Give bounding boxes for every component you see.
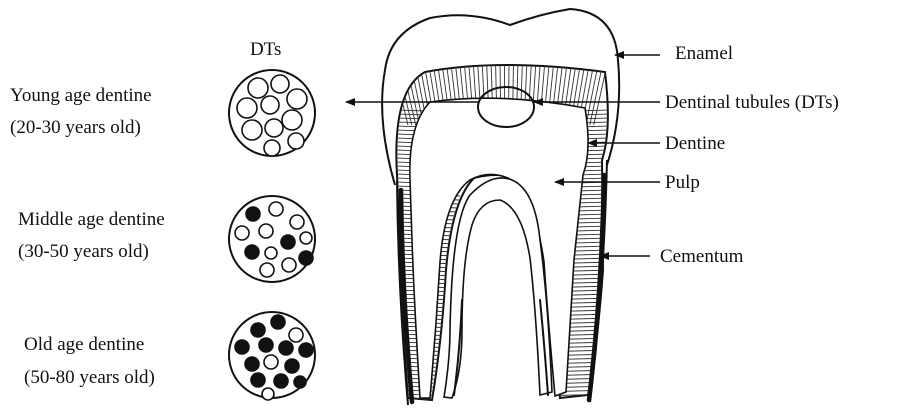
middle-dentine-tubules <box>229 196 315 282</box>
young-dentine-tubules <box>229 70 315 156</box>
old-dentine-tubules <box>229 312 315 400</box>
